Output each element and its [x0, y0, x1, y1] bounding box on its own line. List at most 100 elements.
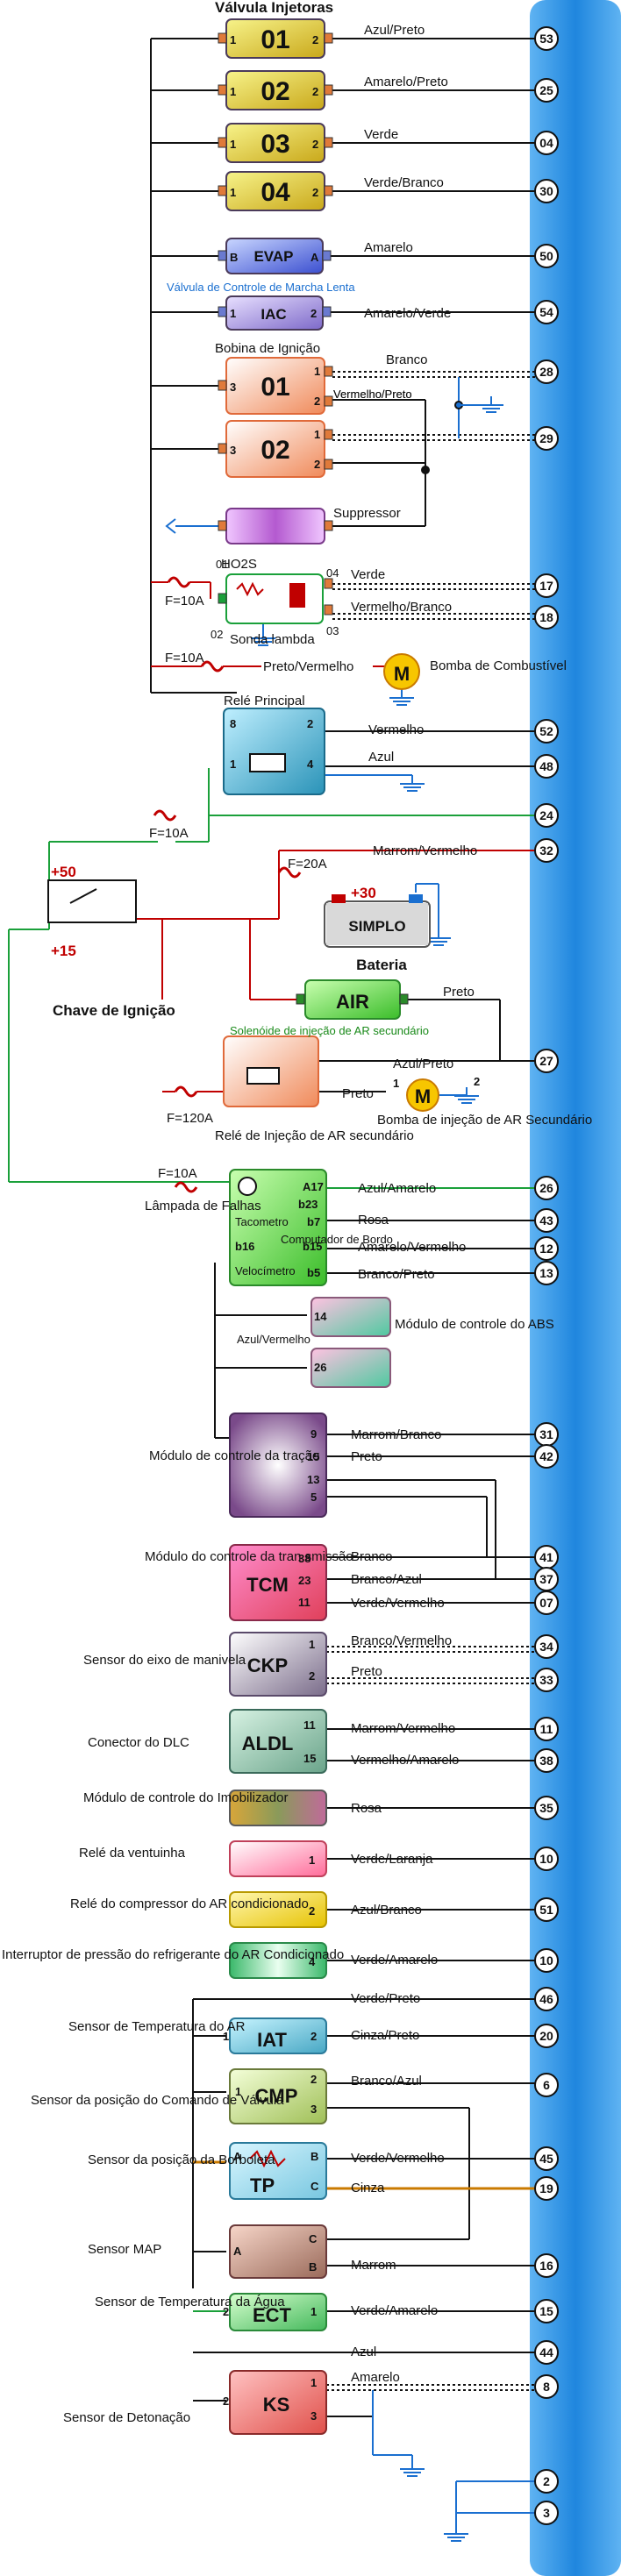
- connector-circle: [534, 1668, 559, 1692]
- wire-label: Rosa: [358, 1213, 389, 1228]
- pin-03: 03: [326, 624, 339, 637]
- pin-38: 38: [298, 1552, 310, 1565]
- pin-terminal: [324, 520, 333, 531]
- fuse-icon: [277, 866, 302, 879]
- motor-symbol: M: [394, 663, 410, 685]
- relay-coil: [249, 753, 286, 772]
- air-solenoid-label: Solenóide de injeção de AR secundário: [230, 1024, 429, 1037]
- wire-label: Azul/Preto: [364, 23, 425, 38]
- ho2s-subtitle: Sonda lambda: [230, 632, 315, 647]
- iat-code: IAT: [257, 2029, 287, 2051]
- suppressor-label: Suppressor: [333, 506, 401, 521]
- pin-1: 1: [230, 758, 236, 771]
- connector-circle: [534, 1897, 559, 1922]
- pin-8: 8: [230, 717, 236, 730]
- connector-pin-number: 38: [539, 1754, 553, 1768]
- pin-23: 23: [298, 1574, 310, 1587]
- connector-pin-number: 51: [539, 1903, 553, 1917]
- connector-pin-number: 12: [539, 1242, 553, 1256]
- pin-3: 3: [230, 444, 236, 457]
- connector-circle: [534, 1796, 559, 1820]
- wire-label: Verde/Preto: [351, 1991, 420, 2006]
- pin-1: 1: [230, 186, 236, 199]
- connector-pin-number: 10: [539, 1953, 553, 1968]
- wire-label: Preto: [351, 1664, 382, 1679]
- connector-pin-number: 8: [543, 2380, 550, 2394]
- connector-circle: [534, 1049, 559, 1073]
- injector-code: 02: [261, 77, 289, 106]
- connector-circle: [534, 1208, 559, 1233]
- immob-title: Módulo de controle do Imobilizador: [83, 1790, 288, 1805]
- connector-circle: [534, 1748, 559, 1773]
- connector-pin-number: 43: [539, 1213, 553, 1228]
- pin-11: 11: [298, 1596, 310, 1609]
- connector-pin-number: 30: [539, 184, 553, 198]
- connector-pin-number: 50: [539, 249, 553, 263]
- dlc-title: Conector do DLC: [88, 1735, 189, 1750]
- fuse-label: F=120A: [167, 1111, 213, 1126]
- wire-label: Branco/Preto: [358, 1267, 435, 1282]
- ignition-switch: [47, 879, 137, 923]
- pin-1: 1: [230, 33, 236, 46]
- preto-label: Preto: [342, 1086, 374, 1101]
- pin-1: 1: [309, 1638, 315, 1651]
- pin-1: 1: [393, 1077, 399, 1090]
- pin-2: 2: [223, 2395, 229, 2408]
- plus50-label: +50: [51, 864, 76, 880]
- map-sensor: [229, 2224, 327, 2279]
- connector-circle: [534, 1717, 559, 1741]
- wire-label: Rosa: [351, 1801, 382, 1816]
- pin-4: 4: [309, 1955, 316, 1968]
- connector-circle: [534, 26, 559, 51]
- lamp-icon: [238, 1177, 257, 1196]
- battery-plus-terminal: [332, 894, 346, 903]
- wire-label: Amarelo/Preto: [364, 75, 448, 89]
- pin-b: B: [309, 2260, 317, 2274]
- pin-terminal: [324, 32, 333, 44]
- fuse-icon: [167, 576, 191, 588]
- pin-terminal: [324, 84, 333, 96]
- pin-terminal: [324, 578, 333, 589]
- connector-circle: [534, 2374, 559, 2399]
- pin-2: 2: [314, 458, 320, 471]
- connector-circle: [534, 719, 559, 744]
- fuse-label: F=10A: [149, 826, 189, 841]
- pin-terminal: [322, 306, 332, 317]
- connector-pin-number: 33: [539, 1673, 553, 1687]
- connector-pin-number: 32: [539, 843, 553, 857]
- connector-circle: [534, 426, 559, 451]
- pin-a: A: [233, 2150, 242, 2163]
- pin-3: 3: [310, 2409, 317, 2423]
- pin-terminal: [324, 137, 333, 148]
- iac-title: Válvula de Controle de Marcha Lenta: [167, 281, 355, 294]
- motor-symbol: M: [415, 1085, 431, 1107]
- fuse-icon: [174, 1085, 198, 1098]
- main-relay-title: Relé Principal: [224, 694, 305, 708]
- connector-circle: [534, 754, 559, 779]
- pin-2: 2: [309, 1904, 315, 1918]
- wire-label: Marrom/Branco: [351, 1427, 441, 1442]
- ac-pressure-switch: [229, 1942, 327, 1979]
- connector-circle: [534, 2299, 559, 2323]
- wire-label: Amarelo/Verde: [364, 306, 451, 321]
- wire-label: Vermelho/Branco: [351, 600, 452, 615]
- ignition-label: Chave de Ignição: [53, 1002, 175, 1019]
- injector-code: 04: [261, 178, 290, 207]
- connector-pin-number: 07: [539, 1596, 553, 1610]
- pin-2: 2: [309, 1669, 315, 1683]
- injector-code: 01: [261, 25, 289, 54]
- immobilizer-module: [229, 1790, 327, 1826]
- connector-pin-number: 25: [539, 83, 553, 97]
- fan-title: Relé da ventuinha: [79, 1846, 186, 1861]
- pin-terminal: [218, 137, 227, 148]
- tacometro-label: Tacometro: [235, 1215, 289, 1228]
- connector-pin-number: 53: [539, 32, 553, 46]
- wire-label: Azul: [368, 750, 394, 765]
- wire-label: Verde/Amarelo: [351, 2303, 438, 2318]
- connector-pin-number: 20: [539, 2029, 553, 2043]
- wire-label: Verde/Branco: [364, 175, 444, 190]
- connector-circle: [534, 2469, 559, 2494]
- pin-3: 3: [230, 381, 236, 394]
- vermelho-preto-label: Vermelho/Preto: [333, 388, 412, 401]
